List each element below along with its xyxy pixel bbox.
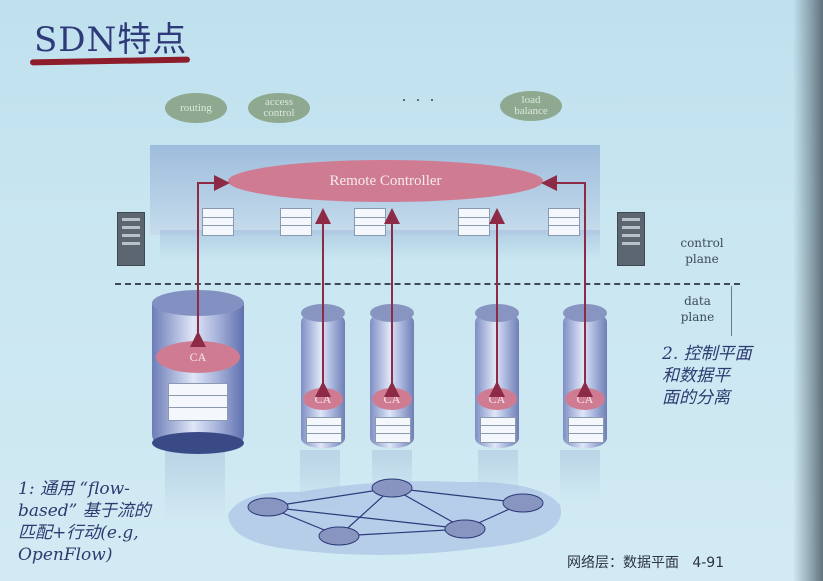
control-plane-label: control plane	[680, 236, 724, 266]
apps-ellipsis: . . .	[402, 88, 437, 105]
server-icon	[617, 212, 645, 266]
flow-table-icon	[168, 383, 228, 421]
network-topology	[228, 478, 561, 555]
flow-table-icon	[375, 417, 411, 443]
controller-table-icon	[354, 208, 386, 236]
network-switch-node	[371, 478, 413, 498]
flow-table-icon	[480, 417, 516, 443]
app-access-control: access control	[248, 93, 310, 123]
data-plane-label: data plane	[680, 294, 715, 324]
flow-table-icon	[306, 417, 342, 443]
big-switch-base	[152, 432, 244, 454]
control-link-arrow	[190, 175, 230, 347]
control-link-arrow	[541, 175, 593, 397]
plane-divider	[115, 283, 740, 285]
network-switch-node	[502, 493, 544, 513]
controller-table-icon	[280, 208, 312, 236]
remote-controller: Remote Controller	[228, 160, 543, 202]
app-routing: routing	[165, 93, 227, 123]
projector-edge	[793, 0, 823, 581]
network-switch-node	[247, 497, 289, 517]
flow-table-icon	[568, 417, 604, 443]
plane-marker	[731, 286, 732, 336]
slide-footer: 网络层：数据平面 4-91	[567, 555, 725, 571]
network-switch-node	[444, 519, 486, 539]
network-switch-node	[318, 526, 360, 546]
switch-beam	[165, 450, 225, 520]
caption-plane-separation: 2. 控制平面 和数据平 面的分离	[662, 344, 752, 408]
app-load-balance: load balance	[500, 91, 562, 121]
server-icon	[117, 212, 145, 266]
page-title: SDN特点	[34, 20, 188, 60]
caption-flow-based: 1: 通用 “flow- based” 基于流的 匹配+行动(e.g, Open…	[18, 479, 151, 565]
switch-beam	[560, 450, 600, 500]
